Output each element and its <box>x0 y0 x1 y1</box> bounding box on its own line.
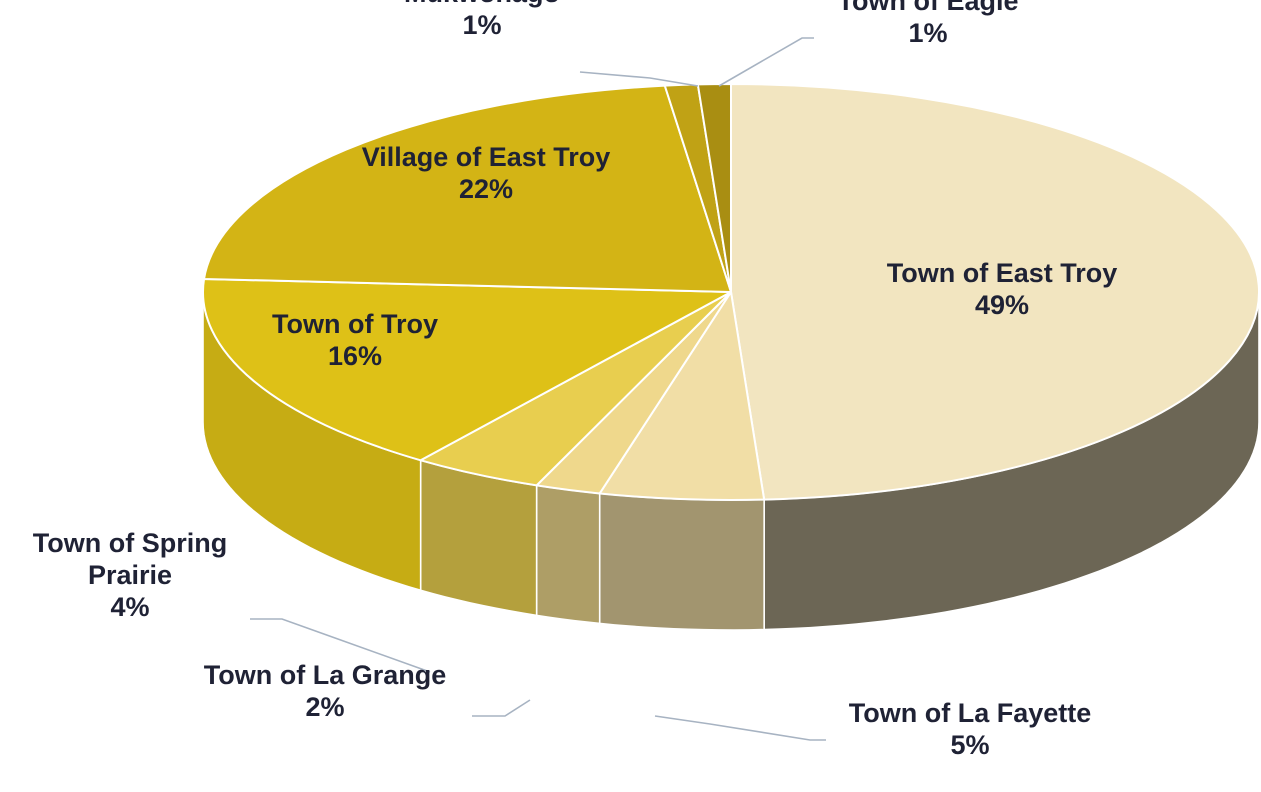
data-label-category: Town of East Troy <box>887 258 1118 288</box>
data-label-category: Village of East Troy <box>362 142 611 172</box>
pie-slice-village-of-east-troy <box>203 84 732 293</box>
pie-slice-town-of-eagle <box>696 83 732 293</box>
leader-line-town-of-la-grange <box>472 699 531 717</box>
data-label-category: Town of Eagle <box>838 0 1019 16</box>
pie-wall-town-of-la-fayette <box>598 492 765 631</box>
data-label-percent: 22% <box>459 174 513 204</box>
data-label-percent: 2% <box>305 692 344 722</box>
leader-lines <box>250 37 826 741</box>
data-label-percent: 16% <box>328 341 382 371</box>
data-label-percent: 49% <box>975 290 1029 320</box>
data-label-town-of-eagle: Town of Eagle 1% <box>838 0 1019 48</box>
data-label-category: Town of La Grange <box>204 660 447 690</box>
pie-slice-town-of-east-troy <box>730 83 1260 501</box>
data-label-percent: 5% <box>950 730 989 760</box>
leader-line-town-of-spring-prairie <box>250 618 431 673</box>
data-label-category: Town of La Fayette <box>849 698 1092 728</box>
pie-slices <box>202 83 1260 501</box>
data-label-category: Prairie <box>88 560 172 590</box>
data-label-category: Town of Spring <box>33 528 227 558</box>
leader-line-village-of-mukwonago <box>579 71 699 87</box>
data-label-village-of-mukwonago: Village ofMukwonago1% <box>404 0 560 40</box>
pie-wall-town-of-la-grange <box>535 484 601 625</box>
pie-slice-town-of-troy <box>202 277 732 462</box>
pie-slice-town-of-la-fayette <box>598 291 766 501</box>
data-label-category: Mukwonago <box>404 0 560 8</box>
leader-line-town-of-eagle <box>718 37 814 87</box>
data-label-percent: 1% <box>462 10 501 40</box>
leader-line-town-of-la-fayette <box>654 715 826 741</box>
data-label-category: Town of Troy <box>272 309 438 339</box>
data-label-percent: 4% <box>110 592 149 622</box>
pie-side-walls <box>202 291 1260 631</box>
data-label-percent: 1% <box>908 18 947 48</box>
